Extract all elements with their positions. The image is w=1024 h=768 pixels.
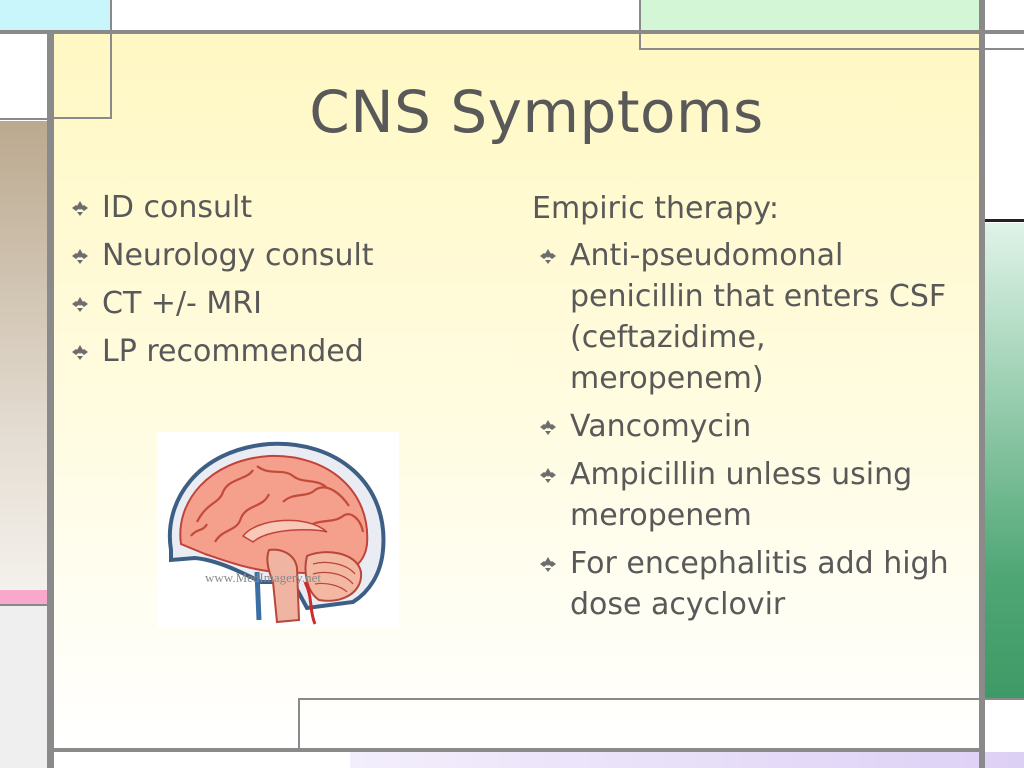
- left-pink-strip: [0, 590, 47, 604]
- four-diamond-bullet-icon: [72, 201, 88, 216]
- bullet-text: ID consult: [102, 190, 253, 225]
- left-bullet-column: ID consult Neurology consult CT +/- MRI …: [64, 187, 464, 379]
- frame-line: [979, 0, 985, 768]
- frame-line: [54, 748, 985, 752]
- top-left-cyan-block: [0, 0, 110, 30]
- list-item: Neurology consult: [64, 235, 464, 276]
- list-item: CT +/- MRI: [64, 283, 464, 324]
- four-diamond-bullet-icon: [72, 297, 88, 312]
- left-bottom-gray-block: [0, 606, 47, 768]
- brain-illustration: www.MedImagery.net: [157, 432, 399, 628]
- left-tan-strip: [0, 121, 47, 591]
- frame-line: [985, 219, 1024, 222]
- list-item: LP recommended: [64, 331, 464, 372]
- frame-line: [298, 698, 300, 752]
- frame-line: [47, 30, 54, 768]
- bullet-text: CT +/- MRI: [102, 286, 262, 321]
- four-diamond-bullet-icon: [540, 420, 556, 435]
- bullet-text: Anti-pseudomonal penicillin that enters …: [570, 238, 947, 396]
- list-item: Ampicillin unless using meropenem: [532, 454, 962, 536]
- frame-line: [54, 117, 112, 119]
- four-diamond-bullet-icon: [540, 557, 556, 572]
- image-watermark: www.MedImagery.net: [205, 570, 321, 585]
- list-item: For encephalitis add high dose acyclovir: [532, 543, 962, 625]
- list-item: Vancomycin: [532, 406, 962, 447]
- content-panel: [54, 34, 979, 748]
- frame-line: [639, 0, 641, 50]
- bullet-text: Ampicillin unless using meropenem: [570, 457, 913, 533]
- right-heading: Empiric therapy:: [532, 191, 779, 226]
- frame-line: [639, 48, 1024, 50]
- bullet-text: LP recommended: [102, 334, 364, 369]
- four-diamond-bullet-icon: [540, 468, 556, 483]
- frame-line: [0, 118, 48, 120]
- list-item: ID consult: [64, 187, 464, 228]
- frame-line: [298, 698, 985, 700]
- frame-line: [110, 0, 112, 118]
- four-diamond-bullet-icon: [72, 345, 88, 360]
- bottom-lavender-strip: [350, 752, 1024, 768]
- top-right-mint-block: [641, 0, 979, 30]
- frame-line: [0, 604, 48, 606]
- bullet-text: Neurology consult: [102, 238, 374, 273]
- list-item: Anti-pseudomonal penicillin that enters …: [532, 235, 962, 399]
- frame-line: [985, 698, 1024, 700]
- bullet-text: Vancomycin: [570, 409, 752, 444]
- right-green-strip: [985, 223, 1024, 698]
- bullet-text: For encephalitis add high dose acyclovir: [570, 546, 949, 622]
- four-diamond-bullet-icon: [72, 249, 88, 264]
- four-diamond-bullet-icon: [540, 249, 556, 264]
- frame-line: [0, 30, 1024, 34]
- right-bullet-column: Empiric therapy: Anti-pseudomonal penici…: [532, 188, 962, 632]
- slide-title: CNS Symptoms: [309, 78, 764, 146]
